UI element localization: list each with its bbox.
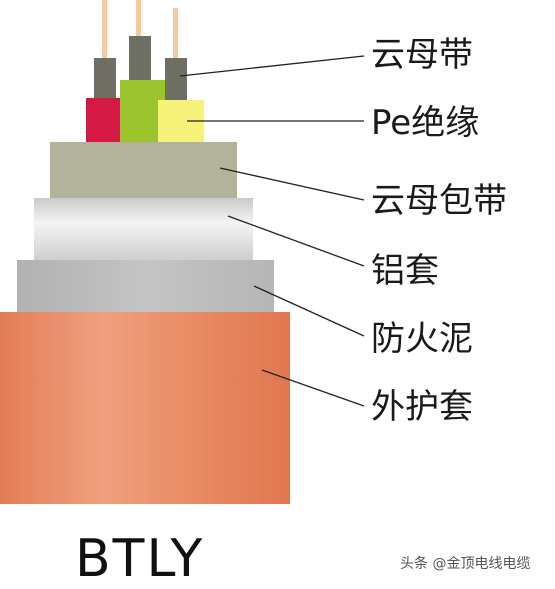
mica-tape-center	[129, 36, 151, 82]
fireproof-mud-layer	[17, 260, 274, 312]
watermark: 头条 @金顶电线电缆	[400, 556, 531, 572]
label-mica-tape: 云母带	[371, 35, 473, 75]
conductor-wire-center	[136, 0, 141, 38]
aluminum-sheath-layer	[34, 198, 253, 260]
leader-line-fireproof-mud	[253, 285, 365, 337]
conductor-wire-left	[102, 0, 107, 60]
mica-wrap-layer	[50, 142, 237, 198]
conductor-wire-right	[173, 8, 178, 60]
leader-line-mica-wrap	[219, 167, 365, 201]
leader-line-mica-tape	[179, 55, 365, 77]
leader-line-outer-sheath	[261, 369, 365, 407]
cable-model-title: BTLY	[75, 529, 205, 589]
leader-line-aluminum-sheath	[227, 215, 365, 267]
label-aluminum-sheath: 铝套	[371, 251, 439, 291]
label-fireproof-mud: 防火泥	[371, 319, 473, 359]
mica-tape-left	[94, 58, 116, 100]
label-mica-wrap-tape: 云母包带	[371, 181, 507, 221]
insulation-core-green	[120, 80, 165, 142]
label-outer-sheath: 外护套	[371, 387, 473, 427]
outer-sheath-layer	[0, 312, 290, 504]
label-pe-insulation: Pe绝缘	[371, 103, 480, 143]
mica-tape-right	[165, 58, 187, 102]
